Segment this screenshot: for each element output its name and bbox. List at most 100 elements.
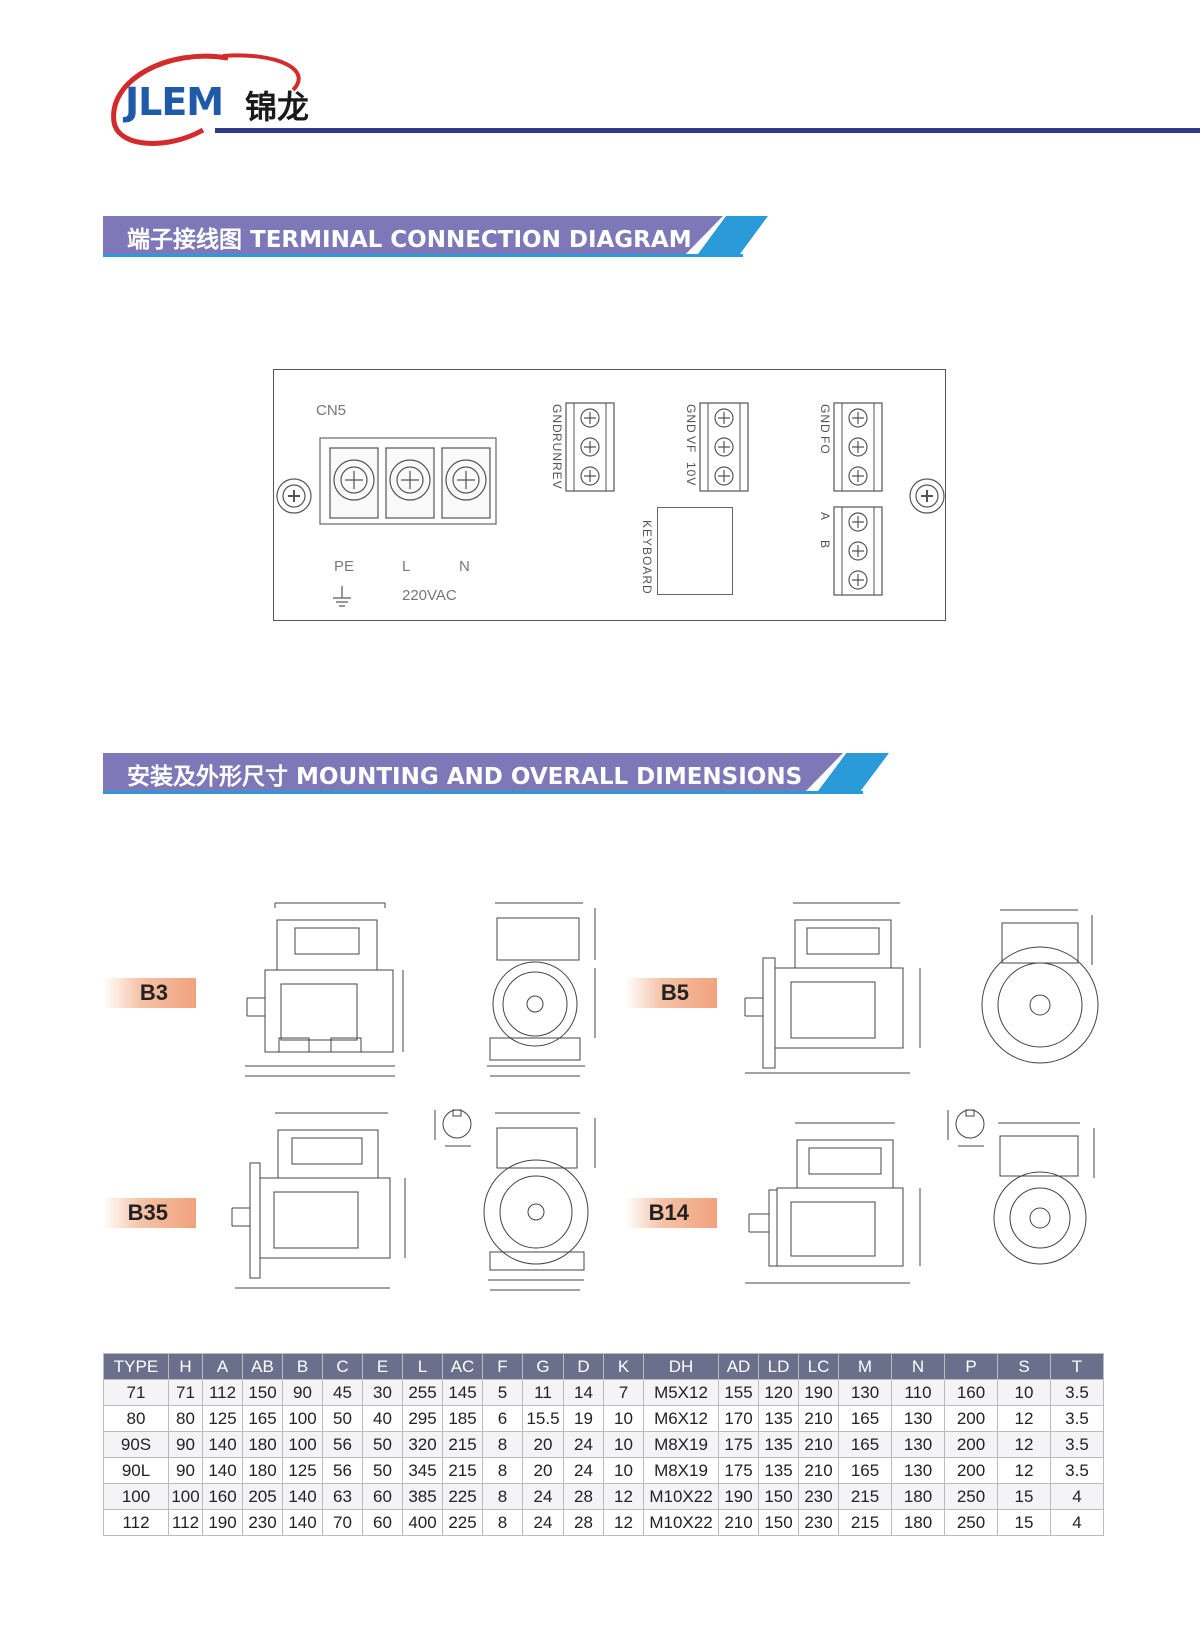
table-cell: 200 xyxy=(944,1457,998,1484)
b35-side-view-drawing xyxy=(231,1112,406,1289)
table-cell: 71 xyxy=(103,1379,169,1406)
table-cell: 24 xyxy=(563,1457,604,1484)
table-cell: 28 xyxy=(563,1483,604,1510)
table-cell: 6 xyxy=(482,1405,523,1432)
section-title-mounting: 安装及外形尺寸 MOUNTING AND OVERALL DIMENSIONS xyxy=(127,764,803,790)
table-cell: M5X12 xyxy=(643,1379,719,1406)
col-header: DH xyxy=(643,1353,719,1380)
table-cell: 112 xyxy=(168,1509,203,1536)
section-banner-mounting: 安装及外形尺寸 MOUNTING AND OVERALL DIMENSIONS xyxy=(103,753,889,795)
col-header: L xyxy=(402,1353,443,1380)
table-cell: 3.5 xyxy=(1050,1431,1104,1458)
col-header: D xyxy=(563,1353,604,1380)
cn5-label: CN5 xyxy=(316,402,347,419)
table-cell: 165 xyxy=(838,1405,892,1432)
col-header: H xyxy=(168,1353,203,1380)
table-cell: 230 xyxy=(798,1483,839,1510)
signal-terminal-block-2 xyxy=(699,402,749,492)
table-cell: 210 xyxy=(798,1457,839,1484)
table-cell: 28 xyxy=(563,1509,604,1536)
table-cell: 20 xyxy=(522,1457,564,1484)
table-cell: 12 xyxy=(997,1431,1051,1458)
table-cell: 250 xyxy=(944,1483,998,1510)
logo-swoosh xyxy=(111,53,301,146)
table-cell: 345 xyxy=(402,1457,443,1484)
table-cell: 8 xyxy=(482,1457,523,1484)
col-header: LD xyxy=(758,1353,799,1380)
table-cell: 155 xyxy=(718,1379,759,1406)
table-cell: 10 xyxy=(603,1457,644,1484)
table-cell: M8X19 xyxy=(643,1457,719,1484)
block2-vf-label: VF xyxy=(684,436,698,454)
signal-terminal-block-4 xyxy=(833,506,883,596)
col-header: AB xyxy=(242,1353,283,1380)
col-header: P xyxy=(944,1353,998,1380)
b3-side-view-drawing xyxy=(245,902,404,1077)
table-cell: 140 xyxy=(202,1457,243,1484)
table-cell: 8 xyxy=(482,1483,523,1510)
table-cell: 250 xyxy=(944,1509,998,1536)
table-cell: 135 xyxy=(758,1431,799,1458)
mounting-screw-left-icon xyxy=(276,478,312,514)
table-cell: 400 xyxy=(402,1509,443,1536)
table-cell: 190 xyxy=(202,1509,243,1536)
table-cell: 90 xyxy=(168,1457,203,1484)
table-cell: 56 xyxy=(322,1457,363,1484)
block2-gnd-label: GND xyxy=(684,404,698,434)
mounting-type-b3: B3 xyxy=(103,978,196,1008)
b5-side-view-drawing xyxy=(744,902,921,1074)
table-cell: 255 xyxy=(402,1379,443,1406)
table-cell: 175 xyxy=(718,1431,759,1458)
table-cell: 130 xyxy=(891,1431,945,1458)
col-header: N xyxy=(891,1353,945,1380)
keyboard-port xyxy=(657,507,733,595)
table-cell: 12 xyxy=(997,1457,1051,1484)
table-cell: 190 xyxy=(798,1379,839,1406)
table-cell: 60 xyxy=(362,1483,403,1510)
col-header: T xyxy=(1050,1353,1104,1380)
table-cell: 190 xyxy=(718,1483,759,1510)
table-cell: 210 xyxy=(718,1509,759,1536)
table-cell: 20 xyxy=(522,1431,564,1458)
block1-rev-label: REV xyxy=(550,462,564,490)
block1-gnd-label: GND xyxy=(550,404,564,434)
table-cell: 15 xyxy=(997,1509,1051,1536)
table-cell: 4 xyxy=(1050,1483,1104,1510)
logo-text: JLEM xyxy=(125,80,224,124)
logo-chinese-name: 锦龙 xyxy=(245,88,310,126)
table-cell: 385 xyxy=(402,1483,443,1510)
table-cell: 165 xyxy=(838,1431,892,1458)
table-cell: 140 xyxy=(282,1483,323,1510)
dimensions-table: TYPE H A AB B C E L AC F G D K DH AD LD … xyxy=(103,1353,1104,1536)
block3-gnd-label: GND xyxy=(818,404,832,434)
table-cell: 7 xyxy=(603,1379,644,1406)
col-header: M xyxy=(838,1353,892,1380)
table-cell: 10 xyxy=(603,1431,644,1458)
table-cell: 185 xyxy=(442,1405,483,1432)
mounting-type-b35: B35 xyxy=(103,1198,196,1228)
table-cell: 210 xyxy=(798,1405,839,1432)
b35-shaft-detail-drawing xyxy=(434,1109,472,1147)
col-header: E xyxy=(362,1353,403,1380)
table-cell: 80 xyxy=(168,1405,203,1432)
table-cell: 30 xyxy=(362,1379,403,1406)
table-cell: 45 xyxy=(322,1379,363,1406)
col-header: K xyxy=(603,1353,644,1380)
table-cell: 140 xyxy=(282,1509,323,1536)
table-cell: 15 xyxy=(997,1483,1051,1510)
table-cell: 24 xyxy=(522,1483,564,1510)
table-cell: 125 xyxy=(202,1405,243,1432)
table-cell: 230 xyxy=(798,1509,839,1536)
table-cell: 14 xyxy=(563,1379,604,1406)
table-cell: M10X22 xyxy=(643,1483,719,1510)
table-cell: 180 xyxy=(891,1483,945,1510)
table-cell: 63 xyxy=(322,1483,363,1510)
table-cell: 130 xyxy=(838,1379,892,1406)
pe-label: PE xyxy=(334,558,355,575)
table-cell: 165 xyxy=(838,1457,892,1484)
table-header-row: TYPE H A AB B C E L AC F G D K DH AD LD … xyxy=(103,1353,1104,1380)
b5-front-view-drawing xyxy=(981,909,1099,1064)
